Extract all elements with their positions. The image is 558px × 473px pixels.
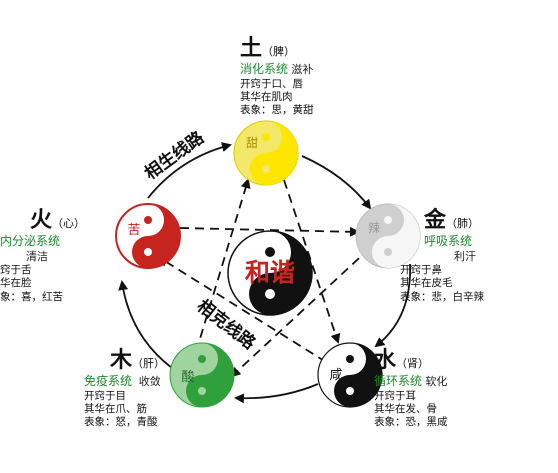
fire-element-char: 火 xyxy=(30,207,53,233)
metal-line-3: 表象：悲，白辛辣 xyxy=(400,290,484,303)
earth-element-char: 土 xyxy=(240,35,263,61)
metal-info: 金（肺） 呼吸系统 利汗 开窍于鼻 其华在皮毛 表象：悲，白辛辣 xyxy=(400,206,484,304)
earth-organ: （脾） xyxy=(262,45,296,58)
fire-organ: （心） xyxy=(52,217,86,230)
wood-aux: 收敛 xyxy=(138,375,161,389)
metal-system: 呼吸系统 xyxy=(424,234,473,249)
earth-line-2: 其华在肌肉 xyxy=(240,91,293,104)
overcoming-cycle xyxy=(158,178,371,378)
earth-info: 土（脾） 消化系统 滋补 开窍于口、唇 其华在肌肉 表象：思，黄甜 xyxy=(240,34,314,118)
water-info: 水（肾） 循环系统 软化 开窍于耳 其华在发、骨 表象：恐，黑咸 xyxy=(374,346,448,430)
arc-water-to-wood xyxy=(234,383,319,404)
water-aux: 软化 xyxy=(425,375,448,389)
arc-wood-to-fire xyxy=(118,280,173,369)
earth-line-1: 开窍于口、唇 xyxy=(240,77,303,90)
earth-line-3: 表象：思，黄甜 xyxy=(240,104,314,117)
wood-taiji-icon: 酸 xyxy=(169,342,235,408)
fire-taiji-icon: 苦 xyxy=(115,203,181,269)
arc-metal-to-water xyxy=(374,263,411,348)
earth-aux: 滋补 xyxy=(291,63,314,77)
water-system: 循环系统 xyxy=(374,374,423,389)
fire-line-1: 窍于舌 xyxy=(0,264,32,277)
metal-line-2: 其华在皮毛 xyxy=(400,277,453,290)
water-line-3: 表象：恐，黑咸 xyxy=(374,416,448,429)
wood-element-char: 木 xyxy=(110,347,133,373)
metal-taste: 辣 xyxy=(368,221,380,235)
water-taiji-icon: 咸 xyxy=(317,342,383,408)
dash-metal-to-wood xyxy=(230,247,371,378)
dash-earth-to-water xyxy=(283,179,341,344)
wood-line-2: 其华在爪、筋 xyxy=(84,403,147,416)
metal-taiji-icon: 辣 xyxy=(355,203,421,269)
water-line-1: 开窍于耳 xyxy=(374,389,416,402)
generating-path-label: 相生线路 xyxy=(141,126,209,184)
fire-line-3: 象：喜，红苦 xyxy=(0,290,63,303)
fire-taste: 苦 xyxy=(127,222,140,238)
arc-fire-to-earth xyxy=(147,142,232,199)
metal-aux: 利汗 xyxy=(454,249,476,263)
wood-info: 木（肝） 免疫系统 收敛 开窍于目 其华在爪、筋 表象：怒，青酸 xyxy=(84,346,165,430)
metal-organ: （肺） xyxy=(446,217,480,230)
dash-water-to-fire xyxy=(158,256,327,363)
metal-line-1: 开窍于鼻 xyxy=(400,264,442,277)
earth-taste: 甜 xyxy=(246,136,258,150)
arc-earth-to-metal xyxy=(301,155,372,210)
fire-line-2: 华在脸 xyxy=(0,277,32,290)
center-taiji: 和谐 xyxy=(227,230,313,316)
center-label: 和谐 xyxy=(245,258,295,287)
wood-taste: 酸 xyxy=(181,370,194,385)
generating-cycle xyxy=(118,142,411,404)
water-element-char: 水 xyxy=(374,347,397,373)
wood-system: 免疫系统 xyxy=(84,374,133,389)
water-line-2: 其华在发、骨 xyxy=(374,403,437,416)
metal-element-char: 金 xyxy=(424,207,447,233)
earth-taiji-icon: 甜 xyxy=(233,120,299,186)
wood-line-1: 开窍于目 xyxy=(84,389,126,402)
fire-system: 内分泌系统 xyxy=(0,234,61,249)
fire-aux: 清洁 xyxy=(26,249,48,263)
water-organ: （肾） xyxy=(396,357,430,370)
fire-info: 火（心） 内分泌系统 清洁 窍于舌 华在脸 象：喜，红苦 xyxy=(0,206,85,304)
water-taste: 咸 xyxy=(329,368,342,383)
earth-system: 消化系统 xyxy=(240,62,289,77)
wood-line-3: 表象：怒，青酸 xyxy=(84,416,158,429)
wood-organ: （肝） xyxy=(132,357,166,370)
